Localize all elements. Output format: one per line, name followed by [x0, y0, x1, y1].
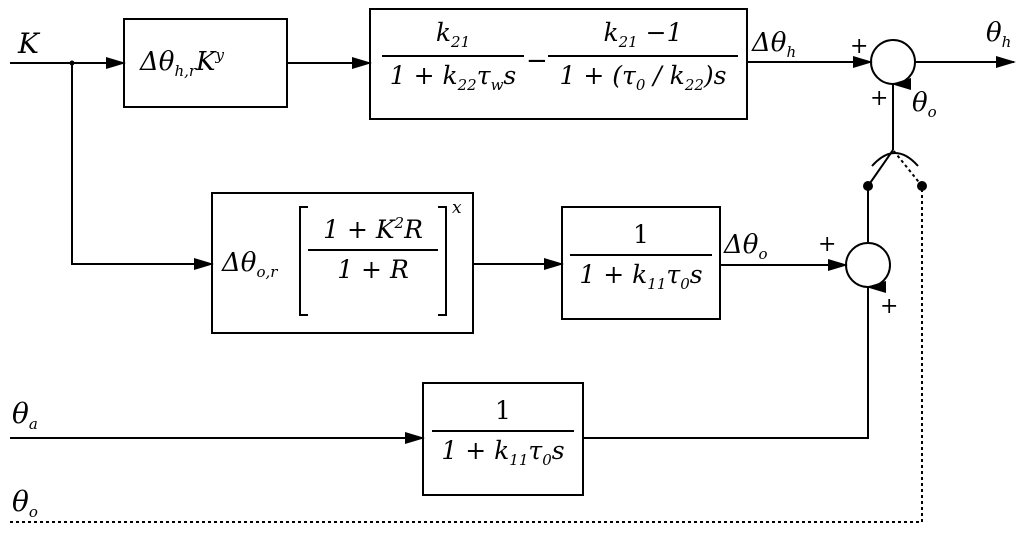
hotspot-term1-fraction: k21 1 + k22τws: [382, 18, 524, 94]
hotspot-gain-expression: Δθh,rKy: [140, 46, 224, 80]
topoil-gain-fraction: 1 + K2R 1 + R: [308, 214, 438, 285]
branch-node-k: [69, 60, 75, 66]
input-label-theta-a: θa: [12, 397, 38, 433]
summing-junction-middle: [845, 242, 891, 288]
switch-lever-alt: [892, 149, 923, 187]
hotspot-term2-fraction: k21 −1 1 + (τ0 / k22)s: [548, 18, 738, 94]
ambient-dynamic-fraction: 1 1 + k11τ0s: [432, 396, 574, 469]
sum-sign-mid-bottom: +: [880, 294, 899, 319]
topoil-gain-exponent: x: [452, 198, 462, 218]
switch-arc: [871, 152, 919, 167]
summing-junction-top: [870, 39, 916, 85]
switch-lever: [867, 149, 894, 187]
wire-ambient-out: [583, 281, 886, 439]
topoil-gain-prefix: Δθo,r: [222, 248, 278, 281]
hotspot-minus-sign: −: [526, 46, 548, 76]
sum-sign-top-bottom: +: [870, 86, 889, 111]
input-label-theta-o: θo: [12, 485, 38, 521]
topoil-dynamic-fraction: 1 1 + k11τ0s: [570, 220, 712, 293]
signal-label-delta-theta-o: Δθo: [724, 230, 768, 263]
signal-label-theta-o-feedback: θo: [912, 88, 937, 121]
wire-theta-o-feedback: [10, 186, 923, 523]
sum-sign-top-left: +: [850, 34, 869, 59]
wire-k-branch: [71, 63, 214, 270]
input-label-k: K: [18, 27, 39, 60]
topoil-gain-brackets: [299, 206, 447, 316]
sum-sign-mid-left: +: [818, 232, 837, 257]
output-label-theta-h: θh: [986, 18, 1012, 51]
signal-label-delta-theta-h: Δθh: [752, 28, 797, 61]
